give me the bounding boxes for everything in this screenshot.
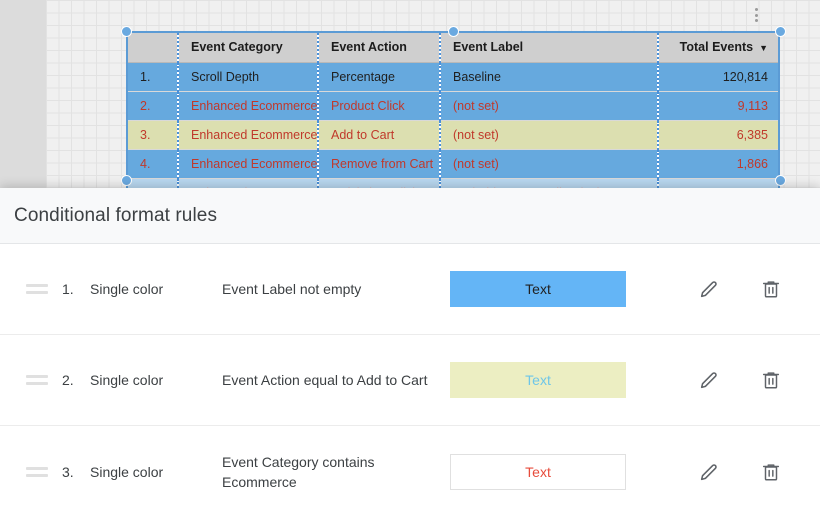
rule-number: 2. bbox=[62, 372, 74, 388]
rule-condition: Event Label not empty bbox=[222, 281, 362, 297]
rule-number: 1. bbox=[62, 281, 74, 297]
cell-index: 3. bbox=[140, 127, 151, 142]
rule-preview-cell: Text bbox=[450, 271, 664, 307]
cell-event-action: Quickview Click bbox=[317, 178, 440, 188]
cell-total-events: 1,866 bbox=[657, 149, 778, 178]
cell-index: 2. bbox=[140, 98, 151, 113]
cell-total-events: 9,113 bbox=[657, 91, 778, 120]
table-header: Event Category Event Action Event Label … bbox=[128, 33, 778, 63]
rule-color-preview[interactable]: Text bbox=[450, 271, 626, 307]
cell-total-events: 1,220 bbox=[657, 178, 778, 188]
drag-handle-bar bbox=[26, 291, 48, 294]
kebab-dot bbox=[754, 19, 758, 22]
cell-index: 4. bbox=[140, 156, 151, 171]
rule-condition: Event Category contains Ecommerce bbox=[222, 453, 375, 490]
selection-handle-bottom-left[interactable] bbox=[121, 175, 132, 186]
column-header-event-category[interactable]: Event Category bbox=[177, 33, 318, 63]
rule-actions bbox=[664, 276, 806, 302]
events-table: Event Category Event Action Event Label … bbox=[128, 33, 778, 189]
cell-total-events: 6,385 bbox=[657, 120, 778, 149]
table-row[interactable]: 5.Enhanced EcommerceQuickview ClickAndro… bbox=[128, 178, 778, 189]
cell-event-label: (not set) bbox=[439, 149, 658, 178]
cell-event-action: Remove from Cart bbox=[317, 149, 440, 178]
column-header-total-events[interactable]: Total Events ▼ bbox=[657, 33, 778, 63]
cell-event-category: Enhanced Ecommerce bbox=[177, 149, 318, 178]
cell-event-label: (not set) bbox=[439, 91, 658, 120]
drag-handle-bar bbox=[26, 382, 48, 385]
canvas-left-panel bbox=[0, 0, 46, 190]
column-header-event-action[interactable]: Event Action bbox=[317, 33, 440, 63]
cell-event-category: Enhanced Ecommerce bbox=[177, 91, 318, 120]
kebab-dot bbox=[754, 8, 758, 11]
dialog-title: Conditional format rules bbox=[14, 204, 218, 226]
rule-type: Single color bbox=[90, 372, 164, 388]
drag-handle-icon[interactable] bbox=[26, 466, 48, 477]
drag-handle-bar bbox=[26, 466, 48, 470]
more-vert-icon[interactable] bbox=[749, 4, 763, 26]
table-widget[interactable]: Event Category Event Action Event Label … bbox=[126, 31, 780, 190]
rule-actions bbox=[664, 367, 806, 393]
rule-color-preview[interactable]: Text bbox=[450, 362, 626, 398]
selection-handle-top-left[interactable] bbox=[121, 26, 132, 37]
rule-row: 1. Single color Event Label not empty Text bbox=[0, 244, 820, 335]
rule-preview-text: Text bbox=[525, 281, 551, 297]
rule-preview-text: Text bbox=[525, 372, 551, 388]
cell-event-category: Enhanced Ecommerce bbox=[177, 178, 318, 188]
rule-row: 2. Single color Event Action equal to Add … bbox=[0, 335, 820, 426]
pencil-icon[interactable] bbox=[696, 459, 722, 485]
rule-preview-cell: Text bbox=[450, 453, 664, 490]
kebab-dot bbox=[754, 13, 758, 17]
dialog-header: Conditional format rules bbox=[0, 188, 820, 244]
trash-icon[interactable] bbox=[758, 459, 784, 485]
rule-row: 3. Single color Event Category contains Ec… bbox=[0, 426, 820, 517]
cell-total-events: 120,814 bbox=[657, 62, 778, 91]
cell-event-label: Android Tans Hoodie Black bbox=[439, 178, 658, 188]
column-header-index[interactable] bbox=[128, 33, 178, 63]
rule-condition: Event Action equal to Add to Cart bbox=[222, 372, 428, 388]
table-header-row: Event Category Event Action Event Label … bbox=[128, 33, 778, 63]
drag-handle-bar bbox=[26, 473, 48, 477]
drag-handle-bar bbox=[26, 284, 48, 287]
pencil-icon[interactable] bbox=[696, 367, 722, 393]
cell-event-label: Baseline bbox=[439, 62, 658, 91]
rule-actions bbox=[664, 459, 806, 485]
rule-type: Single color bbox=[90, 281, 164, 297]
cell-event-category: Scroll Depth bbox=[177, 62, 318, 91]
cell-event-action: Add to Cart bbox=[317, 120, 440, 149]
column-header-total-events-text: Total Events bbox=[679, 40, 754, 55]
cell-event-category: Enhanced Ecommerce bbox=[177, 120, 318, 149]
cell-event-action: Product Click bbox=[317, 91, 440, 120]
trash-icon[interactable] bbox=[758, 276, 784, 302]
sort-desc-caret-icon[interactable]: ▼ bbox=[759, 42, 768, 53]
rule-preview-text: Text bbox=[525, 463, 551, 480]
cell-index: 1. bbox=[140, 69, 151, 84]
column-header-event-label[interactable]: Event Label bbox=[439, 33, 658, 63]
drag-handle-icon[interactable] bbox=[26, 375, 48, 385]
selection-handle-top-center[interactable] bbox=[448, 26, 459, 37]
drag-handle-icon[interactable] bbox=[26, 284, 48, 294]
rule-type: Single color bbox=[90, 463, 164, 480]
drag-handle-bar bbox=[26, 375, 48, 378]
cell-event-action: Percentage bbox=[317, 62, 440, 91]
cell-index: 5. bbox=[128, 178, 178, 189]
trash-icon[interactable] bbox=[758, 367, 784, 393]
cell-event-label: (not set) bbox=[439, 120, 658, 149]
selection-handle-bottom-right[interactable] bbox=[775, 175, 786, 186]
rule-number: 3. bbox=[62, 463, 74, 480]
rule-color-preview[interactable]: Text bbox=[450, 453, 626, 490]
rule-preview-cell: Text bbox=[450, 362, 664, 398]
selection-handle-top-right[interactable] bbox=[775, 26, 786, 37]
pencil-icon[interactable] bbox=[696, 276, 722, 302]
